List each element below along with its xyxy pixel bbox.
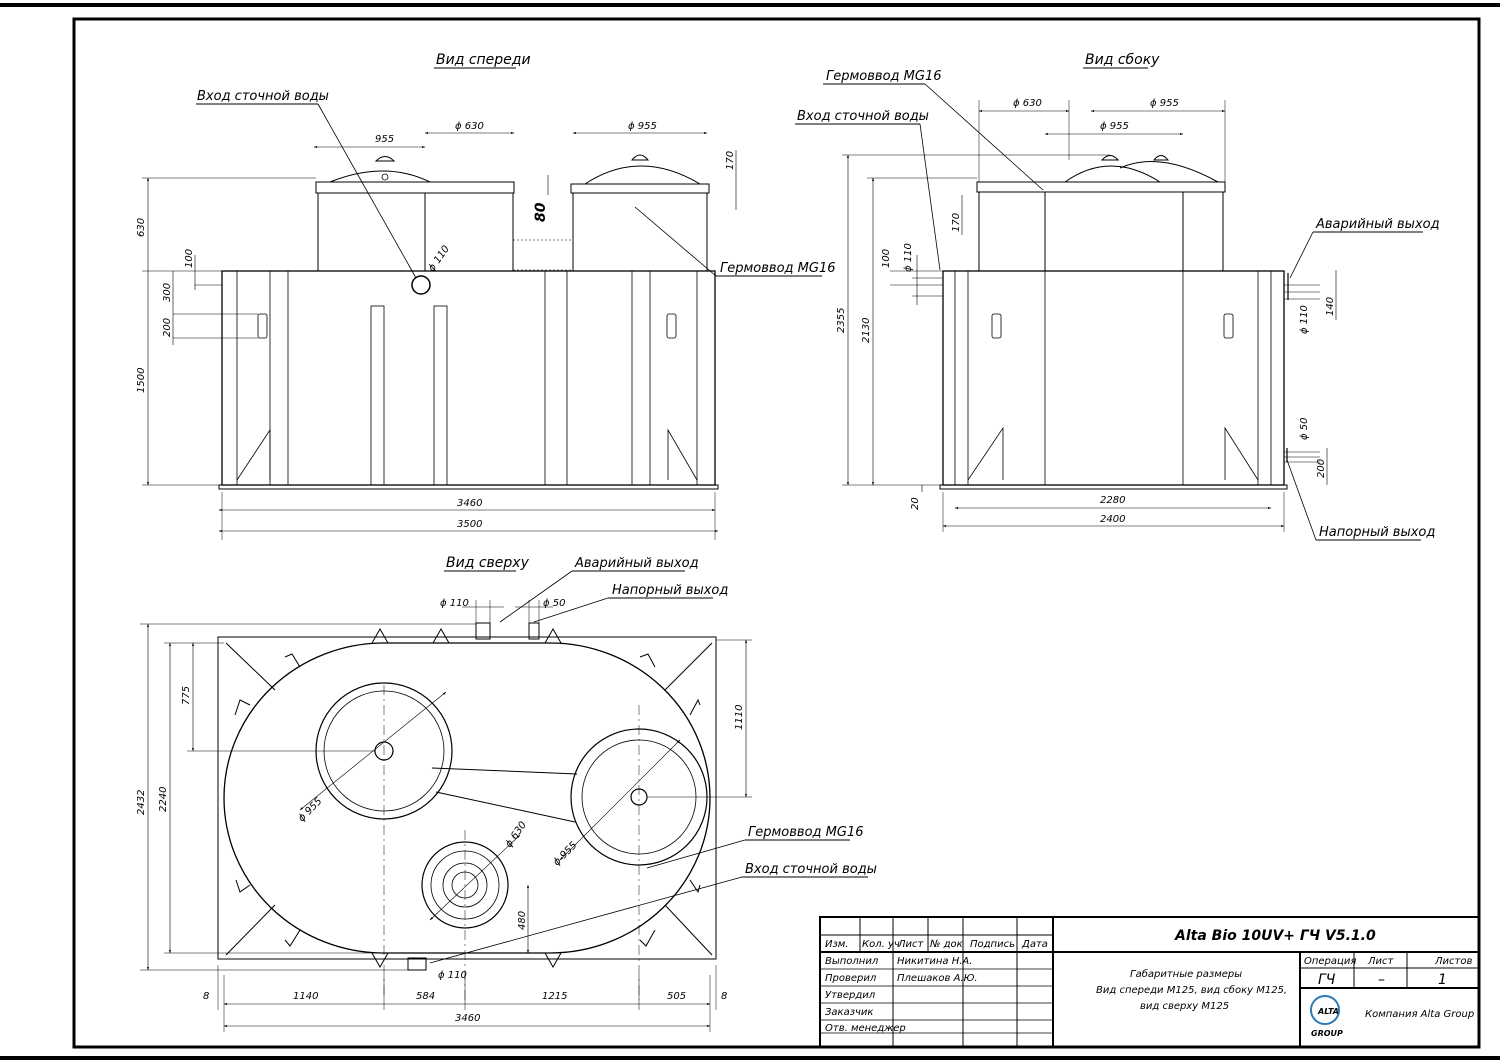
tb-desc-1: Габаритные размеры bbox=[1130, 968, 1242, 980]
top-label-emergency: Аварийный выход bbox=[574, 556, 699, 571]
top-view-tank-outline bbox=[223, 642, 711, 954]
side-label-emergency: Аварийный выход bbox=[1315, 217, 1440, 232]
front-label-inlet: Вход сточной воды bbox=[197, 89, 329, 104]
tb-role-zakazchik: Заказчик bbox=[825, 1007, 873, 1018]
front-dim-d955: ϕ 955 bbox=[628, 121, 657, 132]
tb-header-izm: Изм. bbox=[825, 939, 849, 950]
svg-text:ALTA: ALTA bbox=[1317, 1007, 1339, 1016]
side-dim-200: 200 bbox=[1316, 459, 1327, 478]
side-view-title: Вид сбоку bbox=[1085, 52, 1160, 68]
front-label-gland: Гермоввод MG16 bbox=[720, 261, 835, 276]
tb-header-ndok: № док bbox=[929, 939, 963, 950]
tb-header-list: Лист bbox=[897, 939, 925, 950]
tb-company: Компания Alta Group bbox=[1365, 1009, 1474, 1020]
front-dim-170: 170 bbox=[725, 151, 736, 170]
tb-header-kolych: Кол. уч bbox=[862, 939, 900, 950]
company-logo: ALTA GROUP bbox=[1310, 995, 1343, 1038]
front-dim-1500: 1500 bbox=[136, 368, 147, 393]
top-view: Вид сверху bbox=[136, 555, 877, 1032]
top-dim-480: 480 bbox=[517, 911, 528, 930]
tb-sheets-header: Листов bbox=[1434, 956, 1472, 967]
top-dim-d110: ϕ 110 bbox=[440, 598, 469, 609]
side-label-inlet: Вход сточной воды bbox=[797, 109, 929, 124]
side-tank-body bbox=[942, 270, 1285, 486]
top-view-frame bbox=[217, 636, 717, 960]
top-label-gland: Гермоввод MG16 bbox=[748, 825, 863, 840]
side-dim-2400: 2400 bbox=[1100, 514, 1125, 525]
top-view-title: Вид сверху bbox=[446, 555, 530, 571]
logo-text: GROUP bbox=[1311, 1029, 1343, 1038]
top-dim-d630: ϕ 630 bbox=[503, 820, 529, 850]
tb-doc-title: Alta Bio 10UV+ ГЧ V5.1.0 bbox=[1174, 928, 1376, 944]
tb-desc-2: Вид спереди М125, вид сбоку М125, bbox=[1096, 984, 1287, 996]
top-label-inlet: Вход сточной воды bbox=[745, 862, 877, 877]
tb-name-2: Плешаков А.Ю. bbox=[897, 973, 978, 984]
top-dim-d955a: ϕ 955 bbox=[296, 796, 324, 824]
tb-sheets-value: 1 bbox=[1438, 972, 1447, 988]
tb-desc-3: вид сверху М125 bbox=[1140, 1001, 1229, 1012]
front-dim-d630: ϕ 630 bbox=[455, 121, 484, 132]
tb-sheet-value: – bbox=[1378, 972, 1385, 988]
top-label-pressure: Напорный выход bbox=[612, 583, 728, 598]
side-dim-d955b: ϕ 955 bbox=[1100, 121, 1129, 132]
top-dim-1140: 1140 bbox=[293, 991, 318, 1002]
tb-role-proveril: Проверил bbox=[825, 973, 877, 984]
side-dim-d110: ϕ 110 bbox=[903, 243, 914, 272]
top-dim-775: 775 bbox=[181, 686, 192, 705]
side-dim-d50: ϕ 50 bbox=[1299, 418, 1310, 441]
front-dim-300: 300 bbox=[162, 283, 173, 302]
side-dim-20: 20 bbox=[910, 497, 921, 510]
side-dim-100: 100 bbox=[881, 249, 892, 268]
front-dim-200: 200 bbox=[162, 318, 173, 337]
tb-header-podpis: Подпись bbox=[970, 939, 1015, 950]
side-dim-2130: 2130 bbox=[861, 318, 872, 343]
top-dim-1215: 1215 bbox=[542, 991, 567, 1002]
front-tank-body bbox=[221, 270, 716, 486]
top-dim-1110: 1110 bbox=[734, 705, 745, 730]
top-dim-d955b: ϕ 955 bbox=[551, 840, 579, 868]
side-label-pressure: Напорный выход bbox=[1319, 525, 1435, 540]
side-dim-d110r: ϕ 110 bbox=[1299, 305, 1310, 334]
tb-op-value: ГЧ bbox=[1318, 972, 1336, 988]
top-dim-8a: 8 bbox=[203, 991, 209, 1002]
tb-role-utverdil: Утвердил bbox=[825, 990, 876, 1001]
tb-name-1: Никитина Н.А. bbox=[897, 956, 972, 967]
front-dim-3460: 3460 bbox=[457, 498, 482, 509]
front-dim-3500: 3500 bbox=[457, 519, 482, 530]
tb-op-header: Операция bbox=[1304, 956, 1356, 967]
front-dim-630: 630 bbox=[136, 218, 147, 237]
top-dim-8b: 8 bbox=[721, 991, 727, 1002]
side-dim-140: 140 bbox=[1325, 297, 1336, 316]
front-view-title: Вид спереди bbox=[436, 52, 531, 68]
side-dim-2355: 2355 bbox=[836, 308, 847, 333]
tb-sheet-header: Лист bbox=[1367, 956, 1395, 967]
side-view: Вид сбоку ϕ 630 ϕ 955 ϕ 955 170 bbox=[795, 52, 1440, 541]
side-dim-2280: 2280 bbox=[1100, 495, 1125, 506]
sheet-frame bbox=[0, 3, 1500, 1060]
front-dim-80: 80 bbox=[533, 202, 549, 222]
title-block: Изм. Кол. уч Лист № док Подпись Дата Вып… bbox=[819, 916, 1480, 1048]
side-dim-d630: ϕ 630 bbox=[1013, 98, 1042, 109]
side-dim-170: 170 bbox=[951, 213, 962, 232]
front-view: Вид спереди 955 bbox=[136, 52, 835, 540]
front-dim-100: 100 bbox=[184, 249, 195, 268]
top-dim-2240: 2240 bbox=[158, 787, 169, 812]
front-dim-d110: ϕ 110 bbox=[426, 244, 452, 274]
top-dim-3460: 3460 bbox=[455, 1013, 480, 1024]
top-dim-d110b: ϕ 110 bbox=[438, 970, 467, 981]
top-dim-584: 584 bbox=[416, 991, 435, 1002]
front-dim-955: 955 bbox=[375, 134, 394, 145]
top-dim-2432: 2432 bbox=[136, 790, 147, 815]
tb-role-vypolnil: Выполнил bbox=[825, 956, 879, 967]
side-dim-d955a: ϕ 955 bbox=[1150, 98, 1179, 109]
top-dim-d50: ϕ 50 bbox=[543, 598, 566, 609]
side-label-gland: Гермоввод MG16 bbox=[826, 69, 941, 84]
top-dim-505: 505 bbox=[667, 991, 686, 1002]
tb-role-manager: Отв. менеджер bbox=[825, 1023, 906, 1034]
tb-header-data: Дата bbox=[1021, 939, 1048, 950]
